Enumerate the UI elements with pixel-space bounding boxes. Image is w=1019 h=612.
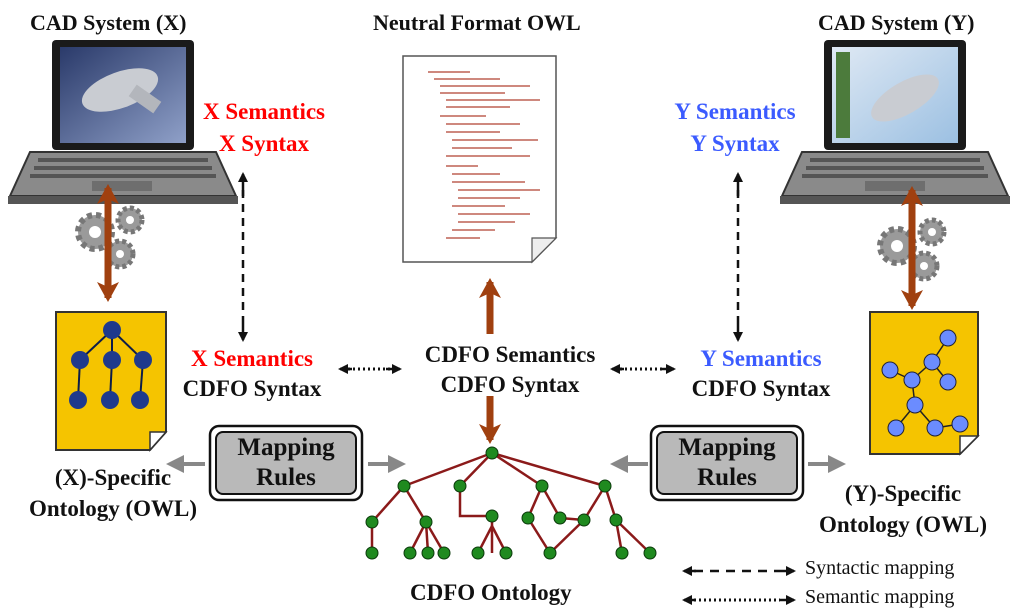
cdfo-mid-line2: CDFO Syntax <box>440 372 580 397</box>
x-top-line2: X Syntax <box>218 131 310 156</box>
x-top-line1: X Semantics <box>202 99 326 124</box>
cdfo-ontology-label: CDFO Ontology <box>410 580 572 605</box>
y-top-line2: Y Syntax <box>690 131 780 156</box>
y-mid-line2: CDFO Syntax <box>691 376 831 401</box>
y-specific-line1: (Y)-Specific <box>844 481 962 506</box>
mapping-rules-left-box <box>208 424 364 502</box>
neutral-owl-document <box>402 55 558 264</box>
x-semantics-cdfo-syntax: X Semantics CDFO Syntax <box>172 344 332 404</box>
mapping-rules-left-label: Mapping Rules <box>216 433 356 493</box>
laptop-x-icon <box>8 40 238 204</box>
mapping-right-line2: Rules <box>697 464 757 491</box>
y-semantics-cdfo-syntax: Y Semantics CDFO Syntax <box>676 344 846 404</box>
legend-semantic-label: Semantic mapping <box>805 586 955 608</box>
mapping-rules-right-label: Mapping Rules <box>657 433 797 493</box>
x-specific-line1: (X)-Specific <box>54 465 172 490</box>
x-specific-ontology-label: (X)-Specific Ontology (OWL) <box>0 462 226 524</box>
y-specific-ontology-label: (Y)-Specific Ontology (OWL) <box>790 478 1016 540</box>
y-specific-ontology-doc <box>869 311 980 456</box>
cad-system-x-title: CAD System (X) <box>30 10 187 35</box>
mapping-right-line1: Mapping <box>678 434 776 461</box>
x-specific-ontology-doc <box>55 311 168 452</box>
gears-x-icon <box>75 205 145 270</box>
x-specific-line2: Ontology (OWL) <box>28 496 198 521</box>
laptop-y-icon <box>780 40 1010 204</box>
x-mid-line1: X Semantics <box>190 346 314 371</box>
x-mid-line2: CDFO Syntax <box>182 376 322 401</box>
y-top-line1: Y Semantics <box>674 99 796 124</box>
mapping-left-line2: Rules <box>256 464 316 491</box>
y-semantics-y-syntax: Y Semantics Y Syntax <box>655 96 815 160</box>
cdfo-ontology-tree <box>365 446 657 560</box>
legend-syntactic-label: Syntactic mapping <box>805 557 955 579</box>
neutral-format-owl-title: Neutral Format OWL <box>373 10 581 35</box>
cdfo-mid-line1: CDFO Semantics <box>424 342 596 367</box>
x-semantics-x-syntax: X Semantics X Syntax <box>194 96 334 160</box>
cad-system-y-title: CAD System (Y) <box>818 10 975 35</box>
y-mid-line1: Y Semantics <box>700 346 822 371</box>
mapping-left-line1: Mapping <box>237 434 335 461</box>
cdfo-semantics-cdfo-syntax: CDFO Semantics CDFO Syntax <box>400 340 620 400</box>
y-specific-line2: Ontology (OWL) <box>818 512 988 537</box>
mapping-rules-right-box <box>649 424 805 502</box>
